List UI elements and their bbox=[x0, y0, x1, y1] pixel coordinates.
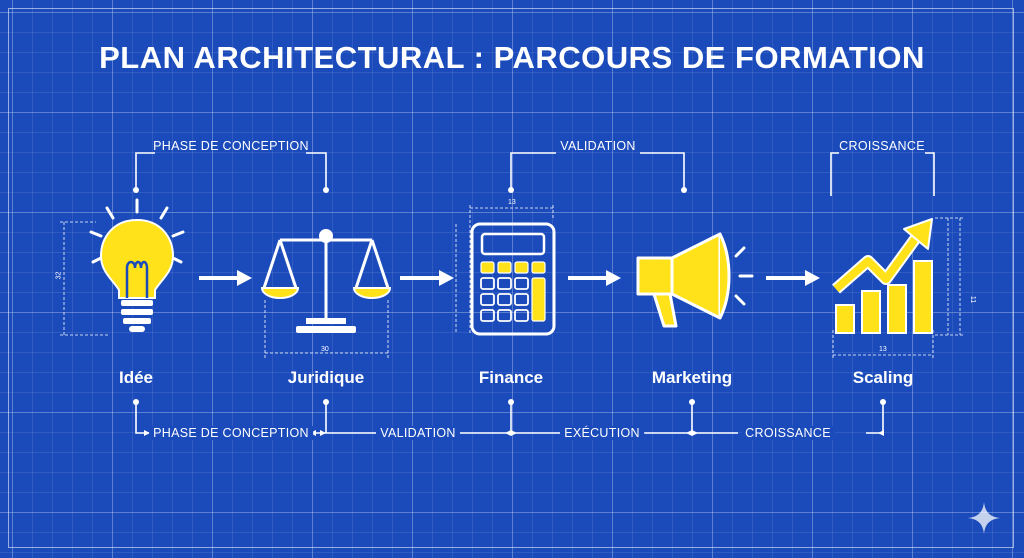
lightbulb-icon bbox=[89, 198, 185, 332]
top-phase-validation: VALIDATION bbox=[560, 139, 636, 153]
calculator-icon bbox=[470, 222, 556, 336]
dim-chart-width: 13 bbox=[879, 346, 887, 353]
dim-calc-width: 13 bbox=[508, 199, 516, 206]
sparkle-icon bbox=[968, 502, 1000, 534]
top-phase-croissance: CROISSANCE bbox=[839, 139, 925, 153]
step-label-scaling: Scaling bbox=[852, 368, 914, 387]
step-label-juridique: Juridique bbox=[287, 368, 365, 387]
top-phase-conception: PHASE DE CONCEPTION bbox=[153, 139, 309, 153]
scales-icon bbox=[260, 229, 392, 333]
growth-chart-icon bbox=[832, 218, 933, 334]
border-frame bbox=[8, 8, 1014, 548]
dim-bulb-height: 32 bbox=[55, 271, 63, 280]
megaphone-icon bbox=[636, 232, 754, 328]
step-label-marketing: Marketing bbox=[651, 368, 733, 387]
bottom-phase-conception: PHASE DE CONCEPTION bbox=[149, 426, 313, 440]
step-label-idee: Idée bbox=[118, 368, 154, 387]
dim-scales-width: 30 bbox=[321, 346, 329, 353]
dim-chart-height: 11 bbox=[969, 295, 977, 304]
bottom-phase-croissance: CROISSANCE bbox=[741, 426, 835, 440]
bottom-phase-execution: EXÉCUTION bbox=[560, 426, 644, 440]
step-label-finance: Finance bbox=[478, 368, 544, 387]
page-title: PLAN ARCHITECTURAL : PARCOURS DE FORMATI… bbox=[99, 40, 925, 75]
bottom-phase-validation: VALIDATION bbox=[376, 426, 460, 440]
